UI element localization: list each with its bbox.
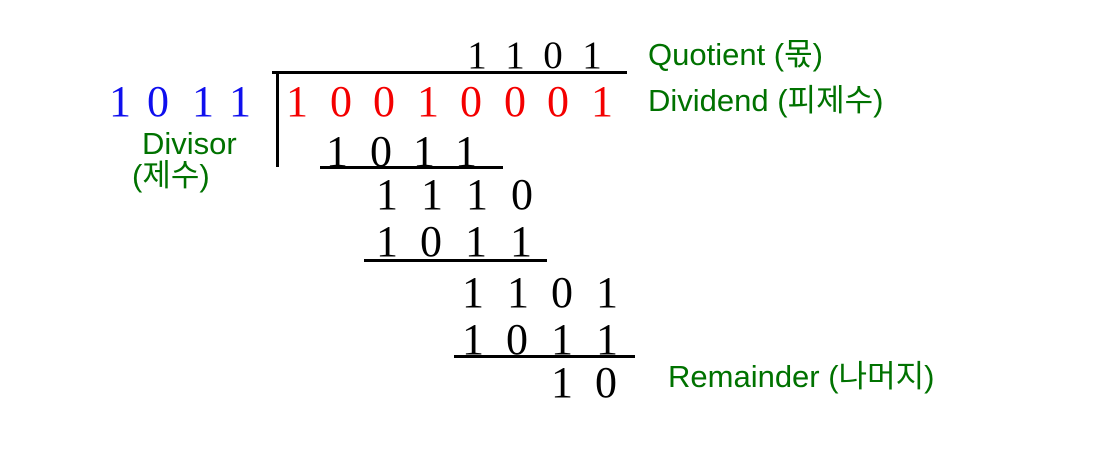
- dividend-row-digit-1: 1: [286, 77, 308, 126]
- divisor-label-line2: (제수): [132, 158, 210, 193]
- work-row-5-digit-3: 1: [551, 315, 573, 364]
- work-row-2-digit-3: 1: [466, 170, 488, 219]
- divisor-row-digit-1: 1: [109, 77, 131, 126]
- quotient-label: Quotient (몫): [648, 37, 823, 72]
- work-row-4-digit-2: 1: [507, 268, 529, 317]
- quotient-row-digit-3: 0: [543, 34, 563, 77]
- work-row-4-digit-1: 1: [462, 268, 484, 317]
- divisor-row-digit-3: 1: [192, 77, 214, 126]
- dividend-row-digit-8: 1: [591, 77, 613, 126]
- work-row-4-digit-4: 1: [596, 268, 618, 317]
- work-row-5-digit-2: 0: [506, 315, 528, 364]
- quotient-row-digit-4: 1: [582, 34, 602, 77]
- work-row-2-digit-4: 0: [511, 170, 533, 219]
- subtraction-line-3: [454, 355, 635, 358]
- dividend-row-digit-7: 0: [547, 77, 569, 126]
- dividend-row-digit-2: 0: [330, 77, 352, 126]
- work-row-3-digit-2: 0: [420, 217, 442, 266]
- work-row-4-digit-3: 0: [551, 268, 573, 317]
- subtraction-line-1: [320, 166, 503, 169]
- work-row-3-digit-3: 1: [465, 217, 487, 266]
- work-row-3-digit-4: 1: [510, 217, 532, 266]
- dividend-row-digit-6: 0: [504, 77, 526, 126]
- work-row-1-digit-2: 0: [370, 127, 392, 176]
- subtraction-line-2: [364, 259, 547, 262]
- quotient-row-digit-2: 1: [505, 34, 525, 77]
- remainder-label: Remainder (나머지): [668, 359, 935, 394]
- dividend-row-digit-5: 0: [460, 77, 482, 126]
- divisor-label-line1: Divisor: [142, 126, 237, 161]
- work-row-2-digit-2: 1: [421, 170, 443, 219]
- dividend-row-digit-3: 0: [373, 77, 395, 126]
- dividend-row-digit-4: 1: [417, 77, 439, 126]
- work-row-2-digit-1: 1: [376, 170, 398, 219]
- remainder-row-digit-1: 1: [551, 358, 573, 407]
- dividend-label: Dividend (피제수): [648, 83, 884, 118]
- work-row-1-digit-4: 1: [455, 127, 477, 176]
- quotient-row-digit-1: 1: [467, 34, 487, 77]
- divisor-row-digit-4: 1: [229, 77, 251, 126]
- work-row-1-digit-1: 1: [326, 127, 348, 176]
- work-row-5-digit-4: 1: [596, 315, 618, 364]
- remainder-row-digit-2: 0: [595, 358, 617, 407]
- work-row-3-digit-1: 1: [376, 217, 398, 266]
- work-row-1-digit-3: 1: [413, 127, 435, 176]
- work-row-5-digit-1: 1: [462, 315, 484, 364]
- divisor-row-digit-2: 0: [147, 77, 169, 126]
- division-bracket-bar: [276, 71, 279, 167]
- division-vinculum: [272, 71, 627, 74]
